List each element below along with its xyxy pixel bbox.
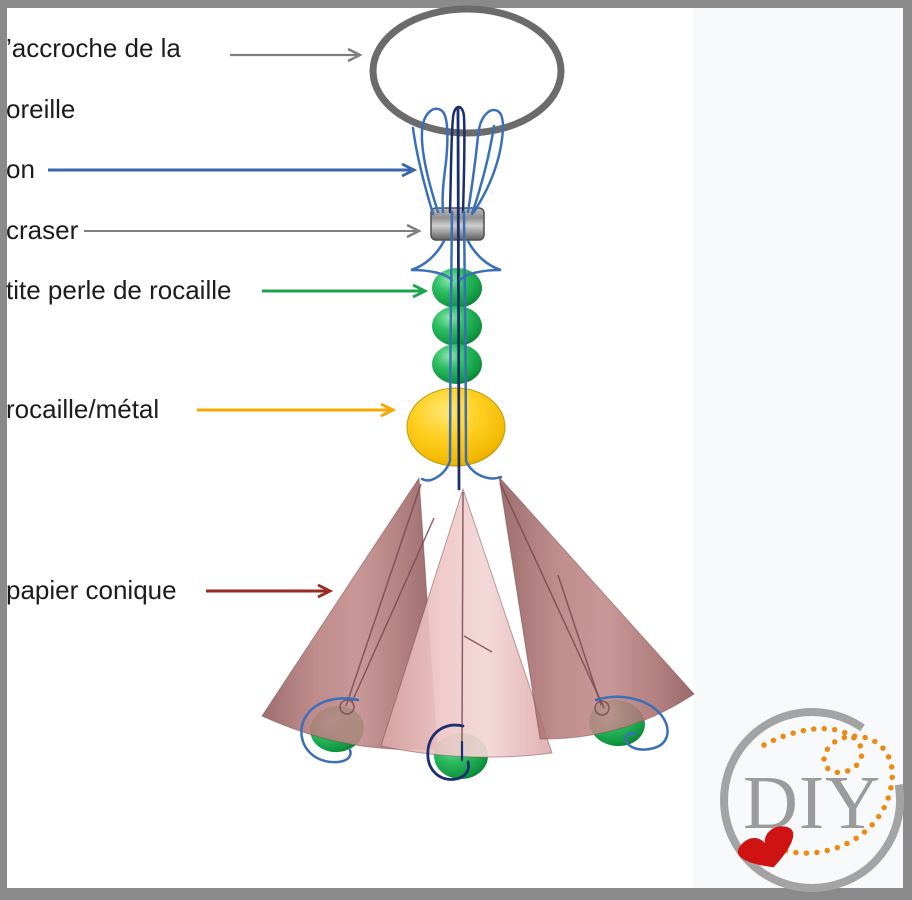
logo-circle-icon [720,708,905,892]
cone-icon [498,475,695,740]
bead-icon [432,306,482,346]
thread-lines-icon [410,105,505,491]
diy-logo: DIY [720,708,905,892]
label-thread: on [6,154,35,184]
label-seed-bead: tite perle de rocaille [6,275,231,305]
tip-bead-thread-loops [300,695,669,781]
pointer-arrows [48,47,425,591]
bead-icon [432,268,482,308]
seed-beads [432,268,482,384]
label-metal-bead: rocaille/métal [6,394,159,424]
metal-bead-icon [406,387,506,467]
right-panel [693,8,903,888]
logo-dotted-swirl-icon [761,725,896,856]
paper-cones [261,475,695,758]
labels: ’accroche de la oreille on craser tite p… [6,33,231,605]
logo-text: DIY [743,761,881,845]
navy-thread [456,106,461,491]
cone-inner-thread-lines [339,482,610,743]
logo-heart-icon [738,826,794,868]
label-ear-hook-line2: oreille [6,94,75,124]
ring-icon [369,5,565,137]
label-cone: papier conique [6,575,177,605]
label-crimp: craser [6,215,79,245]
cone-icon [380,487,553,758]
label-ear-hook-line1: ’accroche de la [6,33,181,63]
bead-icon [432,344,482,384]
